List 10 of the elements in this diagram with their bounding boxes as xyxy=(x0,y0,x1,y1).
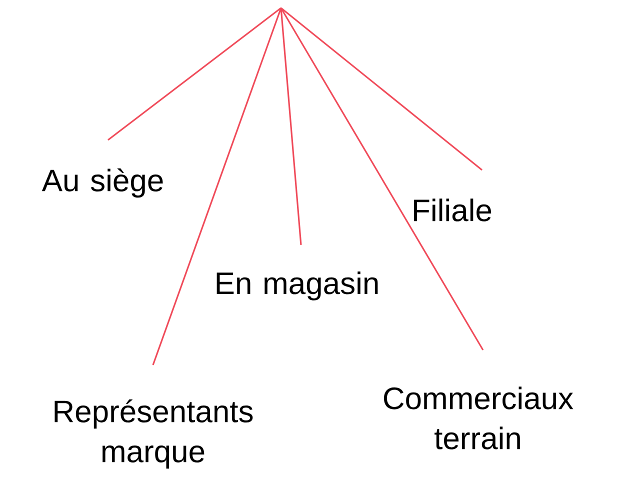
line xyxy=(280,8,302,246)
line xyxy=(280,8,484,350)
category-label: Commerciaux terrain xyxy=(384,386,574,450)
line xyxy=(280,7,482,171)
category-label: Filiale xyxy=(414,198,492,222)
line xyxy=(152,8,282,366)
line xyxy=(108,7,282,141)
category-label: Au siège xyxy=(42,168,163,198)
category-label: En magasin xyxy=(216,272,378,300)
category-label: Représentants marque xyxy=(54,399,253,469)
